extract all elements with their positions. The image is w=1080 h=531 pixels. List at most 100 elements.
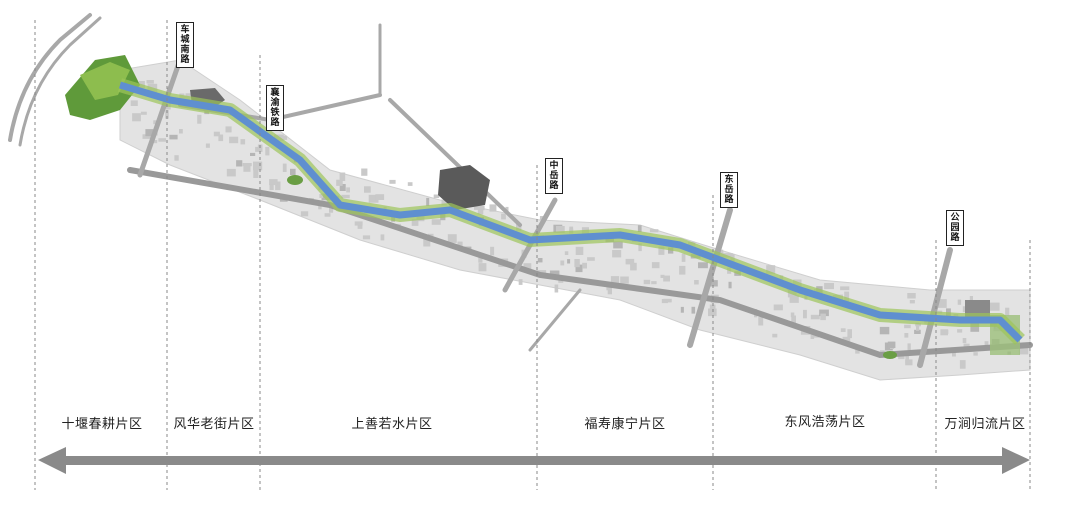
building-block xyxy=(257,144,263,152)
building-block xyxy=(940,329,948,336)
building-block xyxy=(265,146,270,156)
urban-fabric xyxy=(119,59,1031,381)
building-block xyxy=(474,205,482,210)
building-block xyxy=(625,258,635,265)
building-block xyxy=(904,324,911,329)
building-block xyxy=(423,238,431,247)
building-block xyxy=(970,322,980,332)
building-block xyxy=(574,259,580,268)
building-block xyxy=(389,179,396,184)
building-block xyxy=(477,209,484,215)
building-block xyxy=(132,113,141,122)
building-block xyxy=(989,302,1000,311)
building-block xyxy=(663,275,670,282)
road-label-zhongyue: 中岳路 xyxy=(545,158,563,194)
building-block xyxy=(844,291,850,301)
zone-label-wanjian-guiliu: 万涧归流片区 xyxy=(944,417,1026,432)
building-block xyxy=(668,247,674,254)
building-block xyxy=(364,186,371,193)
building-block xyxy=(426,197,430,206)
building-block xyxy=(698,262,708,269)
building-block xyxy=(236,160,243,167)
zone-label-shangshan-ruoshui: 上善若水片区 xyxy=(351,417,433,432)
building-block xyxy=(957,329,963,333)
building-block xyxy=(840,286,850,291)
building-block xyxy=(281,135,288,140)
building-block xyxy=(240,139,246,145)
building-block xyxy=(146,80,154,84)
building-block xyxy=(575,264,583,273)
building-block xyxy=(847,329,852,339)
building-block xyxy=(556,226,565,233)
building-block xyxy=(661,299,668,304)
building-block xyxy=(282,163,287,172)
building-block xyxy=(218,134,224,142)
building-block xyxy=(610,276,620,284)
building-block xyxy=(915,323,921,327)
building-block xyxy=(907,293,916,299)
building-block xyxy=(489,204,497,212)
building-block xyxy=(820,313,826,321)
building-block xyxy=(651,281,657,285)
building-block xyxy=(791,315,796,324)
building-block xyxy=(973,352,978,356)
building-block xyxy=(539,216,544,221)
building-block xyxy=(375,194,385,200)
building-block xyxy=(290,168,296,175)
zone-label-dongfeng-haodang: 东风浩荡片区 xyxy=(784,415,866,430)
building-block xyxy=(560,260,565,266)
building-block xyxy=(225,126,232,133)
building-block xyxy=(728,281,732,289)
building-block xyxy=(709,304,716,313)
building-block xyxy=(587,257,595,261)
building-block xyxy=(969,296,973,302)
building-block xyxy=(341,194,350,199)
building-block xyxy=(158,138,166,142)
building-block xyxy=(324,213,331,217)
building-block xyxy=(165,110,169,119)
building-block xyxy=(269,179,278,186)
building-block xyxy=(879,326,890,335)
building-block xyxy=(959,360,966,369)
building-block xyxy=(905,356,909,364)
building-block xyxy=(253,161,263,171)
building-block xyxy=(142,134,152,139)
zone-label-fenghua-laojie: 风华老街片区 xyxy=(173,417,255,432)
building-block xyxy=(523,263,532,270)
building-block xyxy=(680,306,684,313)
building-block xyxy=(213,131,220,137)
building-block xyxy=(179,129,183,134)
building-block xyxy=(810,333,815,339)
building-block xyxy=(660,274,665,278)
building-block xyxy=(612,250,622,258)
road-label-xiangyu-railway: 襄渝铁路 xyxy=(266,85,284,131)
building-block xyxy=(613,241,623,249)
building-block xyxy=(361,168,368,176)
building-block xyxy=(937,299,947,308)
building-block xyxy=(339,184,346,191)
building-block xyxy=(575,246,584,255)
building-block xyxy=(1018,347,1029,355)
building-block xyxy=(478,254,483,263)
building-block xyxy=(226,168,236,177)
building-block xyxy=(205,143,210,148)
building-block xyxy=(984,341,989,347)
building-block xyxy=(250,152,256,156)
building-block xyxy=(185,93,191,99)
building-block xyxy=(916,322,920,331)
building-block xyxy=(243,163,251,172)
building-block xyxy=(505,206,509,211)
building-block xyxy=(564,251,569,255)
building-block xyxy=(620,276,629,284)
building-block xyxy=(691,306,696,314)
building-block xyxy=(346,187,350,193)
building-block xyxy=(723,253,733,258)
building-block xyxy=(478,263,487,272)
road-label-gongyuan: 公园路 xyxy=(946,210,964,246)
building-block xyxy=(758,317,764,326)
building-block xyxy=(630,262,637,271)
building-block xyxy=(368,194,379,203)
building-block xyxy=(197,114,202,124)
zone-dividers xyxy=(34,20,1031,490)
